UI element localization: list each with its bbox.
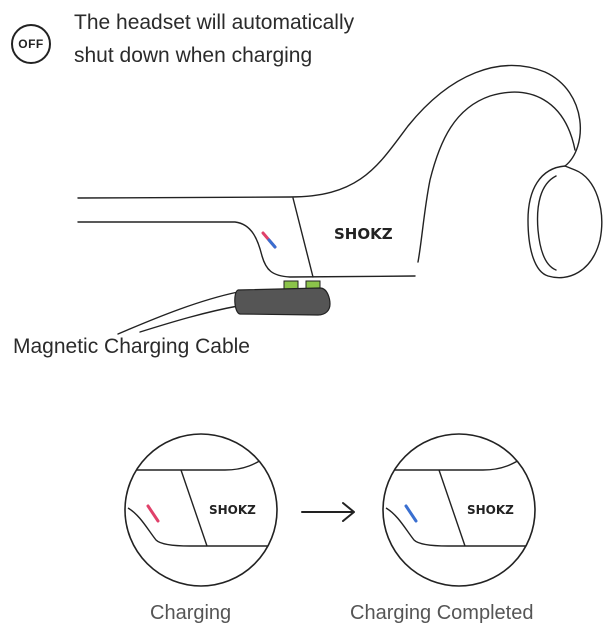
zoom-view-charging xyxy=(125,454,277,547)
auto-shutdown-note: The headset will automatically shut down… xyxy=(74,10,354,76)
headset-ear-pad xyxy=(527,165,603,279)
note-line-1: The headset will automatically xyxy=(74,11,355,34)
brand-logo-completed: SHOKZ xyxy=(467,503,514,517)
headset-body-bottom xyxy=(77,221,416,278)
charging-led-icon xyxy=(146,504,160,523)
zoom-circle-completed xyxy=(382,433,536,587)
headset-led-blue-segment xyxy=(267,238,277,249)
magnetic-connector xyxy=(234,287,331,316)
charging-label: Charging xyxy=(150,602,232,624)
note-line-2: shut down when charging xyxy=(74,44,313,67)
cable-wire-1 xyxy=(117,291,239,335)
brand-logo-main: SHOKZ xyxy=(334,225,393,243)
arrow-right-icon xyxy=(301,502,355,522)
zoom-circle-charging xyxy=(124,433,278,587)
headset-ear-pad-inner xyxy=(536,175,557,271)
cable-wire-2 xyxy=(139,305,239,333)
charging-completed-label: Charging Completed xyxy=(350,602,534,624)
headset-hook-inner xyxy=(417,91,576,263)
cable-label: Magnetic Charging Cable xyxy=(13,335,250,358)
power-off-icon: OFF xyxy=(11,24,51,64)
completed-led-icon xyxy=(404,504,418,523)
headset-body-top xyxy=(77,64,582,199)
brand-logo-charging: SHOKZ xyxy=(209,503,256,517)
zoom-view-completed xyxy=(383,454,535,547)
headset-seam xyxy=(292,197,314,278)
